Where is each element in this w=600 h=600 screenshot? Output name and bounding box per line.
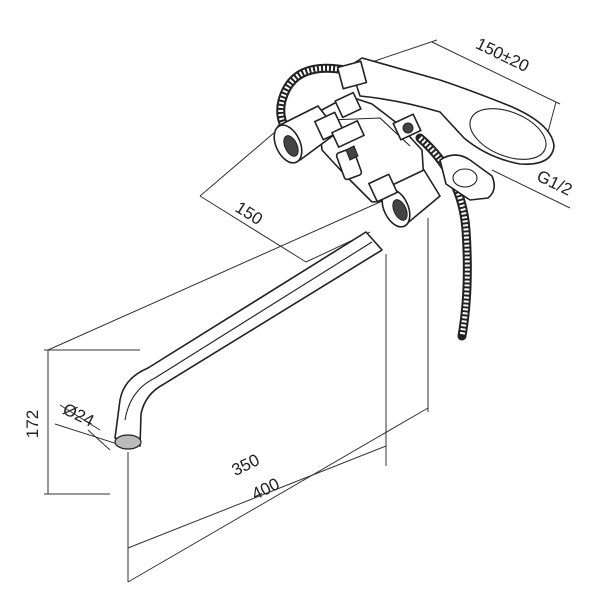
dim-center-distance: 150 bbox=[232, 198, 266, 229]
wall-bracket bbox=[439, 154, 496, 201]
hose-connector bbox=[334, 91, 422, 141]
dim-height: 172 bbox=[23, 410, 42, 438]
shower-holder bbox=[336, 60, 368, 90]
right-handle bbox=[368, 169, 441, 228]
spout-outlet bbox=[114, 434, 142, 450]
dim-handset-length: 150±20 bbox=[473, 34, 532, 76]
dim-spout-reach-outer: 400 bbox=[249, 474, 283, 504]
hand-shower bbox=[336, 57, 555, 165]
dimension-lines bbox=[44, 39, 571, 583]
dim-spout-reach-inner: 350 bbox=[229, 450, 263, 480]
dim-thread: G1/2 bbox=[534, 166, 575, 199]
spout bbox=[114, 231, 383, 450]
dim-spout-diameter: Ø24 bbox=[60, 399, 97, 430]
diverter-knob bbox=[331, 120, 365, 181]
